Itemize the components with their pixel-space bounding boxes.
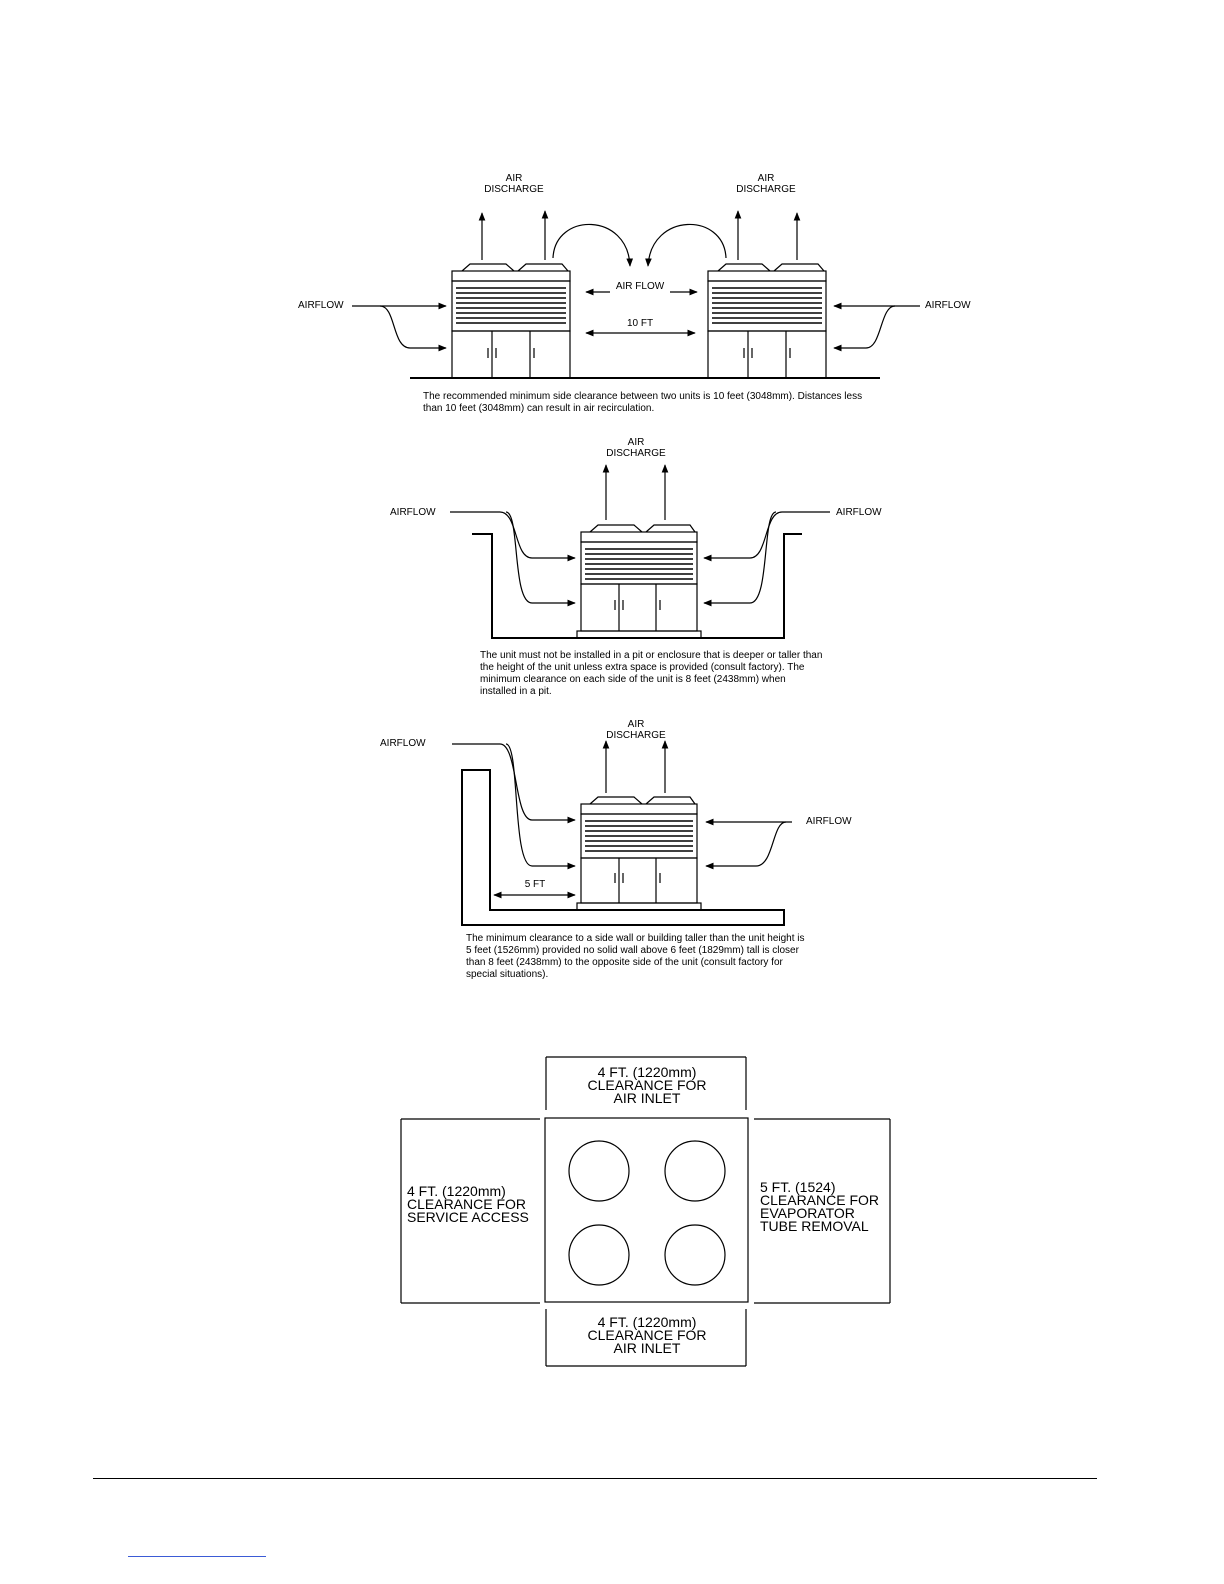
figure-2-note: The unit must not be installed in a pit … (480, 650, 823, 697)
unit-wall (576, 796, 702, 911)
footer-rule (93, 1478, 1097, 1479)
clearance-bottom-label: 4 FT. (1220mm) CLEARANCE FOR AIR INLET (587, 1314, 707, 1356)
unit-footprint (544, 1117, 749, 1303)
airflow-label-right: AIRFLOW (806, 816, 852, 827)
footer-link-underline[interactable] (128, 1556, 266, 1557)
fan-circle (664, 1140, 726, 1202)
air-discharge-label-right: AIR DISCHARGE (736, 173, 796, 195)
figure-3-note: The minimum clearance to a side wall or … (466, 933, 805, 980)
air-discharge-label: AIR DISCHARGE (606, 719, 666, 741)
figure-1-two-units (352, 210, 920, 379)
clearance-left-label: 4 FT. (1220mm) CLEARANCE FOR SERVICE ACC… (407, 1183, 529, 1225)
airflow-label-center: AIR FLOW (615, 281, 665, 292)
airflow-label-right: AIRFLOW (836, 507, 882, 518)
airflow-label-left: AIRFLOW (298, 300, 344, 311)
fan-circle (568, 1224, 630, 1286)
fan-circle (664, 1224, 726, 1286)
figure-4-plan-view (400, 1056, 891, 1367)
fan-circle (568, 1140, 630, 1202)
spacing-label-10ft: 10 FT (626, 318, 654, 329)
airflow-label-right: AIRFLOW (925, 300, 971, 311)
unit-left (451, 263, 571, 379)
figure-3-wall-install (452, 740, 792, 926)
clearance-right-label: 5 FT. (1524) CLEARANCE FOR EVAPORATOR TU… (760, 1179, 880, 1234)
airflow-label-left: AIRFLOW (380, 738, 426, 749)
figure-2-pit-install (450, 464, 830, 639)
figure-1-note: The recommended minimum side clearance b… (423, 391, 863, 414)
spacing-label-5ft: 5 FT (524, 879, 546, 890)
unit-right (707, 263, 827, 379)
clearance-top-label: 4 FT. (1220mm) CLEARANCE FOR AIR INLET (587, 1064, 707, 1106)
unit-pit (576, 524, 702, 639)
air-discharge-label-left: AIR DISCHARGE (484, 173, 544, 195)
air-discharge-label: AIR DISCHARGE (606, 437, 666, 459)
airflow-label-left: AIRFLOW (390, 507, 436, 518)
